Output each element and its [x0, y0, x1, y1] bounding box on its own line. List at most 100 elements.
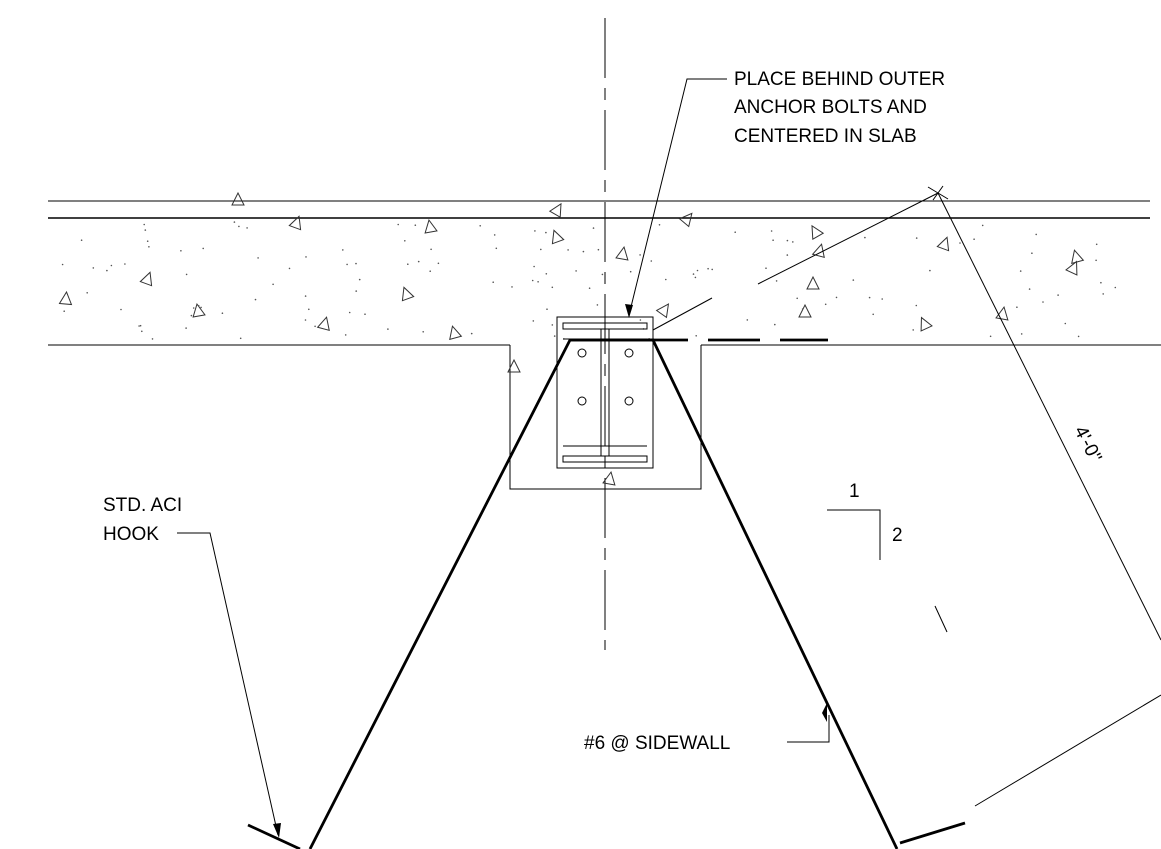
aggregate-dot — [973, 238, 975, 240]
aggregate-dot — [141, 330, 143, 333]
aggregate-dot — [1100, 281, 1102, 284]
aggregate-triangle — [551, 229, 565, 245]
aggregate-dot — [694, 276, 697, 279]
place-note-leader — [628, 78, 727, 316]
notes: PLACE BEHIND OUTER ANCHOR BOLTS AND CENT… — [103, 69, 945, 754]
aggregate-dot — [765, 267, 767, 270]
aggregate-dot — [138, 325, 140, 327]
place-note-line2: ANCHOR BOLTS AND — [734, 97, 927, 118]
slope-rise-text: 1 — [849, 481, 860, 502]
slope-tick — [934, 605, 948, 633]
aggregate-dot — [989, 335, 992, 338]
aggregate-triangle — [615, 245, 629, 261]
dimension-text: 4'-0" — [1070, 423, 1106, 466]
aggregate-dot — [308, 308, 310, 311]
sidewall-note: #6 @ SIDEWALL — [584, 733, 730, 754]
concrete-aggregate-hatch — [58, 191, 1117, 486]
aggregate-triangle — [678, 212, 693, 228]
aggregate-dot — [355, 290, 358, 292]
aggregate-dot — [86, 292, 88, 294]
dim-ext-line — [757, 192, 939, 285]
aggregate-dot — [180, 250, 182, 252]
leaders — [177, 78, 830, 838]
aggregate-dot — [304, 295, 307, 297]
aggregate-dot — [1057, 294, 1059, 296]
aggregate-dot — [553, 335, 556, 337]
aggregate-dot — [1035, 233, 1037, 236]
anchor-bolt-icon — [577, 348, 587, 358]
aggregate-dot — [546, 308, 548, 311]
aggregate-dot — [601, 273, 604, 276]
rebar-lap-dash — [899, 821, 966, 845]
aggregate-dot — [355, 262, 357, 265]
aggregate-dot — [981, 224, 984, 227]
aggregate-triangle — [139, 271, 153, 287]
aggregate-dot — [139, 324, 142, 327]
aggregate-dot — [786, 254, 789, 256]
aggregate-dot — [190, 314, 193, 317]
aggregate-dot — [734, 231, 736, 233]
aggregate-dot — [1095, 243, 1098, 246]
aggregate-dot — [246, 227, 248, 229]
aggregate-triangle — [806, 275, 820, 290]
aggregate-dot — [695, 335, 697, 337]
slope-run-text: 2 — [892, 525, 903, 546]
aggregate-triangle — [548, 202, 562, 219]
aggregate-dot — [534, 230, 536, 232]
aggregate-dot — [868, 296, 871, 299]
aggregate-dot — [1114, 286, 1117, 289]
aggregate-dot — [344, 334, 347, 336]
aggregate-dot — [582, 250, 585, 253]
aggregate-triangle — [507, 358, 521, 373]
aggregate-dot — [792, 241, 794, 243]
aggregate-triangle — [798, 303, 812, 318]
aggregate-triangle — [424, 218, 438, 234]
aggregate-triangle — [811, 224, 825, 241]
sidewall-leader — [787, 715, 830, 743]
aggregate-dot — [796, 297, 798, 300]
aggregate-dot — [1019, 270, 1022, 272]
aggregate-triangle — [231, 191, 245, 206]
slope-indicator: 1 2 — [827, 481, 948, 633]
aggregate-dot — [665, 278, 667, 281]
aggregate-dot — [80, 239, 83, 241]
aggregate-triangle — [920, 316, 933, 332]
aggregate-dot — [533, 265, 535, 268]
aggregate-dot — [202, 247, 204, 250]
hook-note-line1: STD. ACI — [103, 495, 182, 516]
aggregate-dot — [1042, 301, 1044, 303]
aggregate-dot — [775, 280, 778, 282]
aggregate-dot — [774, 323, 776, 326]
dim-ext-line — [652, 297, 713, 331]
aggregate-dot — [540, 248, 542, 251]
aggregate-dot — [348, 311, 351, 314]
dim-ext-line-lower — [974, 694, 1161, 807]
aggregate-dot — [430, 248, 432, 251]
aggregate-dot — [929, 269, 931, 272]
leader-arrowhead-icon — [273, 823, 281, 838]
dimension-line — [937, 192, 1161, 641]
aggregate-dot — [146, 240, 149, 242]
aggregate-dot — [429, 270, 432, 273]
rebar-left-leg — [308, 338, 688, 849]
aggregate-dot — [304, 319, 307, 321]
aggregate-dot — [305, 256, 307, 258]
aggregate-dot — [342, 249, 344, 251]
aggregate-triangle — [449, 325, 463, 341]
aggregate-dot — [272, 283, 274, 286]
embed-outline — [556, 316, 654, 469]
aggregate-dot — [404, 240, 406, 242]
dim-tick-icon — [932, 185, 944, 201]
aggregate-dot — [221, 312, 224, 315]
aggregate-dot — [1077, 335, 1080, 338]
std-hook — [247, 823, 301, 849]
aggregate-dot — [314, 325, 316, 328]
aggregate-dot — [358, 278, 361, 281]
aggregate-dot — [692, 273, 695, 275]
aggregate-dot — [1031, 252, 1033, 254]
aggregate-dot — [346, 263, 348, 266]
place-note-line1: PLACE BEHIND OUTER — [734, 69, 945, 90]
aggregate-dot — [597, 248, 600, 251]
aggregate-dot — [915, 237, 918, 239]
slope-triangle — [827, 509, 881, 560]
